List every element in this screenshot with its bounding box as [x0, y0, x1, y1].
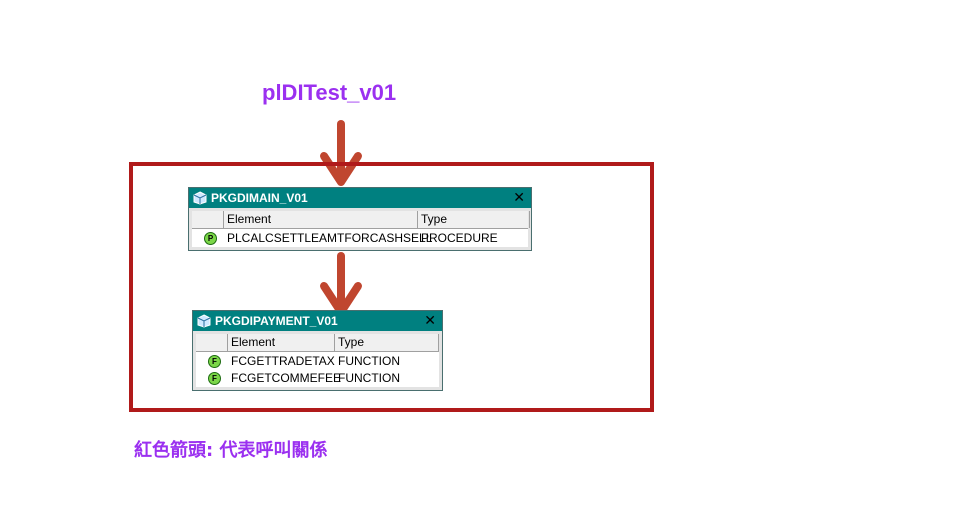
- grid-header: Element Type: [192, 211, 530, 229]
- table-row[interactable]: F FCGETTRADETAX FUNCTION: [196, 353, 439, 370]
- element-grid: Element Type F FCGETTRADETAX FUNCTION F …: [196, 334, 439, 387]
- column-header-element[interactable]: Element: [224, 211, 418, 228]
- diagram-title: plDITest_v01: [262, 80, 397, 105]
- procedure-icon: P: [204, 232, 217, 245]
- element-type: FUNCTION: [338, 371, 400, 385]
- function-icon: F: [208, 372, 221, 385]
- package-panel-pkgdipayment[interactable]: PKGDIPAYMENT_V01 ✕ Element Type F FCGETT…: [192, 310, 443, 391]
- call-arrow-middle: [320, 252, 362, 316]
- package-icon: [197, 314, 211, 328]
- table-row[interactable]: P PLCALCSETTLEAMTFORCASHSELL PROCEDURE: [192, 230, 528, 247]
- column-header-type[interactable]: Type: [335, 334, 439, 351]
- element-type: FUNCTION: [338, 354, 400, 368]
- panel-header[interactable]: PKGDIMAIN_V01 ✕: [189, 188, 531, 208]
- legend-caption: 紅色箭頭: 代表呼叫關係: [134, 440, 328, 461]
- column-header-type[interactable]: Type: [418, 211, 530, 228]
- element-name: FCGETTRADETAX: [231, 354, 335, 368]
- function-icon: F: [208, 355, 221, 368]
- package-name: PKGDIMAIN_V01: [211, 191, 308, 205]
- package-icon: [193, 191, 207, 205]
- column-header-element[interactable]: Element: [228, 334, 335, 351]
- grid-corner: [192, 211, 224, 228]
- element-name: FCGETCOMMEFEE: [231, 371, 341, 385]
- scope-frame: [129, 162, 654, 412]
- grid-corner: [196, 334, 228, 351]
- element-name: PLCALCSETTLEAMTFORCASHSELL: [227, 231, 433, 245]
- element-grid: Element Type P PLCALCSETTLEAMTFORCASHSEL…: [192, 211, 530, 247]
- package-name: PKGDIPAYMENT_V01: [215, 314, 338, 328]
- table-row[interactable]: F FCGETCOMMEFEE FUNCTION: [196, 370, 439, 387]
- panel-header[interactable]: PKGDIPAYMENT_V01 ✕: [193, 311, 442, 331]
- grid-header: Element Type: [196, 334, 439, 352]
- close-icon[interactable]: ✕: [424, 313, 436, 329]
- package-panel-pkgdimain[interactable]: PKGDIMAIN_V01 ✕ Element Type P PLCALCSET…: [188, 187, 532, 251]
- close-icon[interactable]: ✕: [513, 190, 525, 206]
- element-type: PROCEDURE: [421, 231, 498, 245]
